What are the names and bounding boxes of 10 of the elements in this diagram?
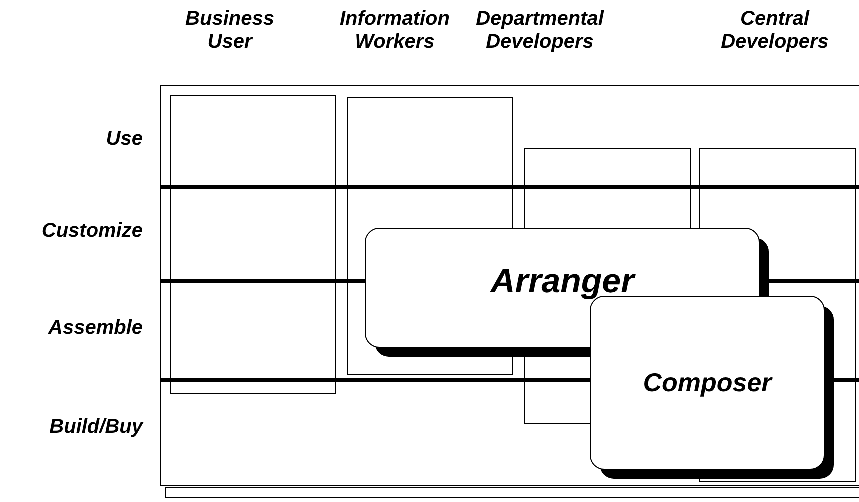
column-header: Central Developers	[720, 8, 830, 54]
box-label: Arranger	[490, 262, 634, 302]
box-label: Composer	[643, 368, 772, 398]
row-label: Assemble	[47, 317, 143, 340]
row-label: Build/Buy	[48, 416, 143, 439]
row-label: Customize	[40, 220, 143, 243]
column-header: Information Workers	[339, 8, 451, 54]
row-label: Use	[105, 128, 143, 151]
column-header: Business User	[184, 8, 276, 54]
column-header: Departmental Developers	[475, 8, 606, 54]
